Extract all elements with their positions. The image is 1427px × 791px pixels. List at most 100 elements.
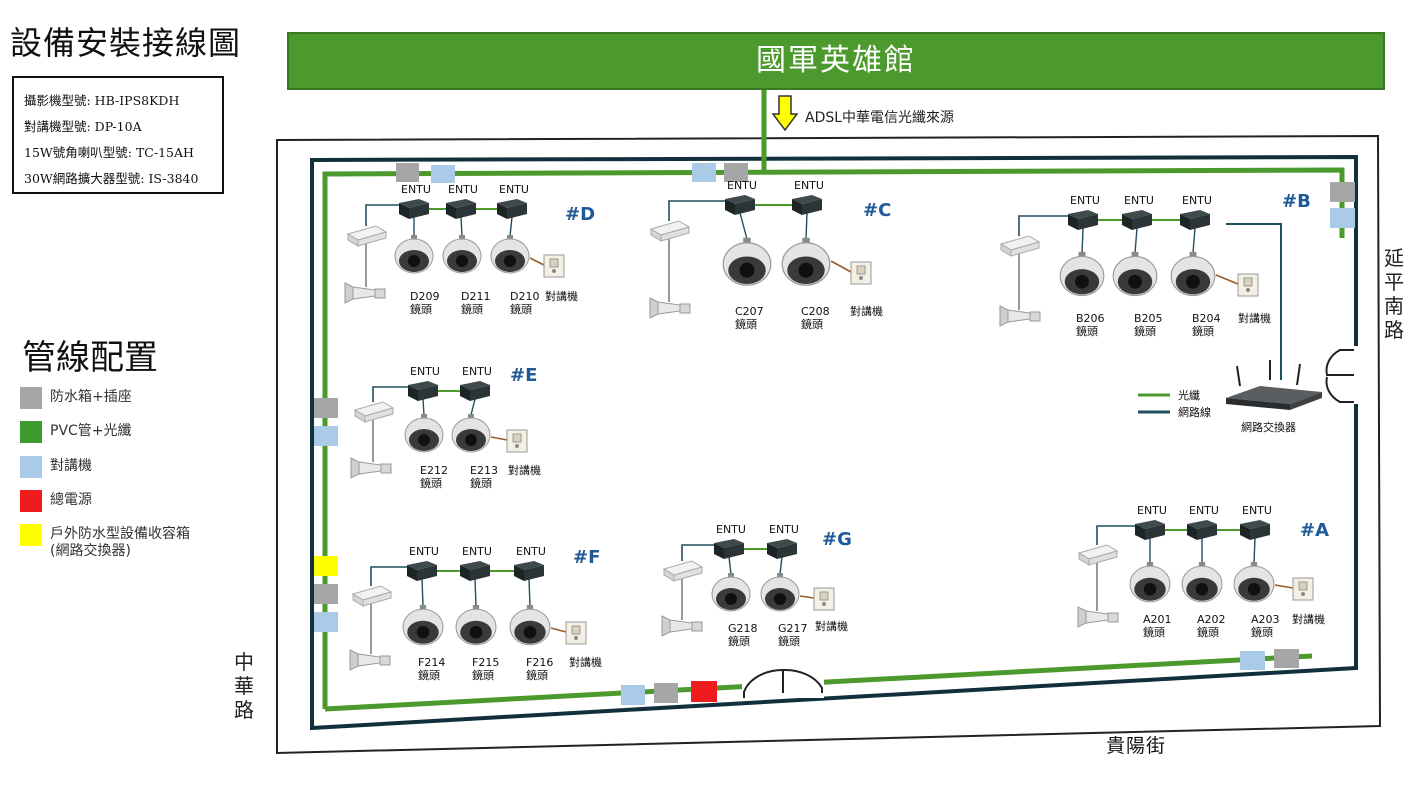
intercom-box: [314, 612, 338, 632]
legend-swatch-green: [20, 421, 42, 443]
intercom-box: [431, 165, 455, 183]
legend-item-pvc-fiber: PVC管+光纖: [20, 421, 260, 443]
intercom-icon: [543, 254, 565, 278]
network-cable: [365, 204, 399, 226]
camera-cable: [1192, 227, 1196, 254]
lens-label: 鏡頭: [470, 476, 492, 490]
amplifier-model: 30W網路擴大器型號: IS-3840: [24, 171, 199, 186]
camera-id-label: A202: [1197, 613, 1226, 626]
camera-cable: [728, 556, 732, 575]
main-power-box: [691, 681, 717, 702]
legend-swatch-gray: [20, 387, 42, 409]
intercom-icon: [813, 587, 835, 611]
entu-label: ENTU: [462, 545, 492, 558]
intercom-cable: [529, 257, 545, 266]
entu-label: ENTU: [499, 183, 529, 196]
lens-label: 鏡頭: [778, 634, 800, 648]
fiber-legend-label: 光纖: [1178, 388, 1200, 402]
camera-cable: [460, 216, 463, 237]
intercom-box: [621, 685, 645, 705]
camera-id-label: B206: [1076, 312, 1105, 325]
camera-cable: [470, 398, 476, 416]
legend-label: 對講機: [50, 458, 92, 474]
intercom-label: 對講機: [1238, 311, 1271, 325]
entu-label: ENTU: [1124, 194, 1154, 207]
zone-label: #E: [510, 365, 537, 386]
intercom-icon: [850, 261, 872, 285]
switch-label: 網路交換器: [1241, 420, 1296, 434]
entu-label: ENTU: [401, 183, 431, 196]
camera-id-label: E213: [470, 464, 498, 477]
waterproof-box: [724, 163, 748, 182]
street-label-bottom: 貴陽街: [1106, 735, 1167, 757]
camera-id-label: C207: [735, 305, 764, 318]
intercom-label: 對講機: [1292, 612, 1325, 626]
camera-id-label: B204: [1192, 312, 1221, 325]
intercom-box: [692, 163, 716, 182]
network-legend-label: 網路線: [1178, 405, 1211, 419]
waterproof-box: [314, 398, 338, 418]
network-cable: [1018, 215, 1068, 236]
network-cable: [1226, 223, 1282, 380]
lens-label: 鏡頭: [461, 302, 483, 316]
intercom-icon: [1292, 577, 1314, 601]
camera-id-label: A201: [1143, 613, 1172, 626]
intercom-cable: [490, 436, 508, 441]
legend-item-main-power: 總電源: [20, 490, 260, 512]
camera-id-label: F216: [526, 656, 553, 669]
camera-cable: [509, 216, 513, 237]
legend-title: 管線配置: [22, 338, 158, 378]
intercom-cable: [830, 260, 852, 273]
entu-label: ENTU: [794, 179, 824, 192]
camera-id-label: C208: [801, 305, 830, 318]
network-cable: [372, 386, 408, 402]
camera-cable: [739, 212, 748, 240]
entu-label: ENTU: [1189, 504, 1219, 517]
street-label-left: 中華路: [234, 650, 254, 722]
intercom-label: 對講機: [815, 619, 848, 633]
camera-model: 攝影機型號: HB-IPS8KDH: [24, 93, 180, 108]
waterproof-box: [396, 163, 419, 182]
camera-id-label: G217: [778, 622, 808, 635]
entu-label: ENTU: [448, 183, 478, 196]
intercom-cable: [799, 595, 815, 599]
lens-label: 鏡頭: [735, 317, 757, 331]
intercom-box: [1330, 208, 1355, 228]
entu-label: ENTU: [410, 365, 440, 378]
lens-label: 鏡頭: [1197, 625, 1219, 639]
legend-label: 防水箱+插座: [50, 389, 132, 405]
intercom-box: [1240, 651, 1265, 670]
intercom-model: 對講機型號: DP-10A: [24, 119, 142, 134]
entu-label: ENTU: [1070, 194, 1100, 207]
lens-label: 鏡頭: [472, 668, 494, 682]
intercom-label: 對講機: [545, 289, 578, 303]
camera-id-label: G218: [728, 622, 758, 635]
zone-label: #D: [565, 204, 595, 225]
legend-swatch-blue: [20, 456, 42, 478]
network-switch-icon: [1226, 360, 1322, 410]
lens-label: 鏡頭: [1076, 324, 1098, 338]
legend-label: PVC管+光纖: [50, 423, 132, 439]
camera-cable: [1253, 537, 1256, 564]
waterproof-box: [1274, 649, 1299, 668]
network-cable: [681, 544, 714, 561]
camera-id-label: D209: [410, 290, 439, 303]
intercom-label: 對講機: [569, 655, 602, 669]
legend-item-intercom: 對講機: [20, 456, 260, 478]
legend-item-waterproof-box: 防水箱+插座: [20, 387, 260, 409]
entu-label: ENTU: [769, 523, 799, 536]
lens-label: 鏡頭: [1192, 324, 1214, 338]
right-door-icon: [1323, 346, 1359, 404]
camera-id-label: F214: [418, 656, 445, 669]
camera-cable: [1134, 227, 1138, 254]
intercom-icon: [1237, 273, 1259, 297]
street-label-right: 延平南路: [1384, 246, 1404, 342]
lens-label: 鏡頭: [510, 302, 532, 316]
entu-label: ENTU: [1242, 504, 1272, 517]
camera-cable: [779, 556, 783, 575]
